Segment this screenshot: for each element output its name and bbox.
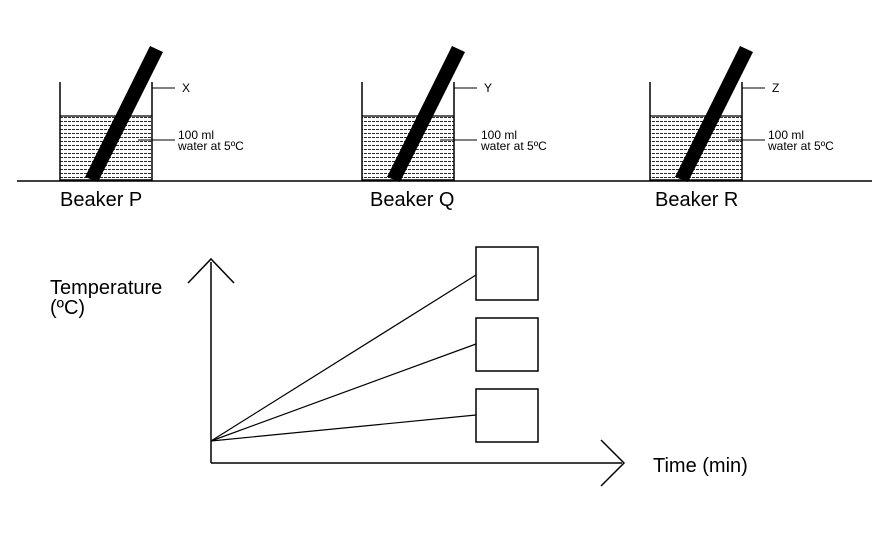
answer-box-top[interactable] [475,246,539,301]
beaker-outline [361,82,455,181]
rod-x [85,46,163,182]
rod-y [387,46,465,182]
rod-z [675,46,753,182]
y-axis-arrow-icon [187,257,235,284]
beaker-name-q: Beaker Q [370,189,454,211]
water-temperature-label: water at 5ºC [767,139,834,153]
beaker-p: X 100 ml water at 5ºC Beaker P [59,46,244,211]
beaker-name-r: Beaker R [655,189,738,211]
graph-line-middle [210,343,477,442]
beaker-outline [59,82,153,181]
water-volume-label: 100 ml [768,128,804,142]
water-temperature-label: water at 5ºC [480,139,547,153]
rod-label-y: Y [484,81,492,95]
graph-line-top [210,274,477,442]
temperature-time-graph: Temperature (ºC) Time (min) [50,246,748,487]
x-axis-label: Time (min) [653,455,748,477]
graph-line-bottom [210,414,477,442]
water-volume-label: 100 ml [481,128,517,142]
y-axis-label: Temperature [50,277,162,299]
beaker-name-p: Beaker P [60,189,142,211]
water-temperature-label: water at 5ºC [177,139,244,153]
x-axis-arrow-icon [600,439,626,487]
answer-box-middle[interactable] [475,317,539,372]
rod-label-z: Z [772,81,779,95]
beaker-outline [649,82,743,181]
beaker-q: Y 100 ml water at 5ºC Beaker Q [361,46,547,211]
answer-box-bottom[interactable] [475,388,539,443]
y-axis-unit-label: (ºC) [50,297,85,319]
beaker-r: Z 100 ml water at 5ºC Beaker R [649,46,834,211]
water-volume-label: 100 ml [178,128,214,142]
rod-label-x: X [182,81,190,95]
